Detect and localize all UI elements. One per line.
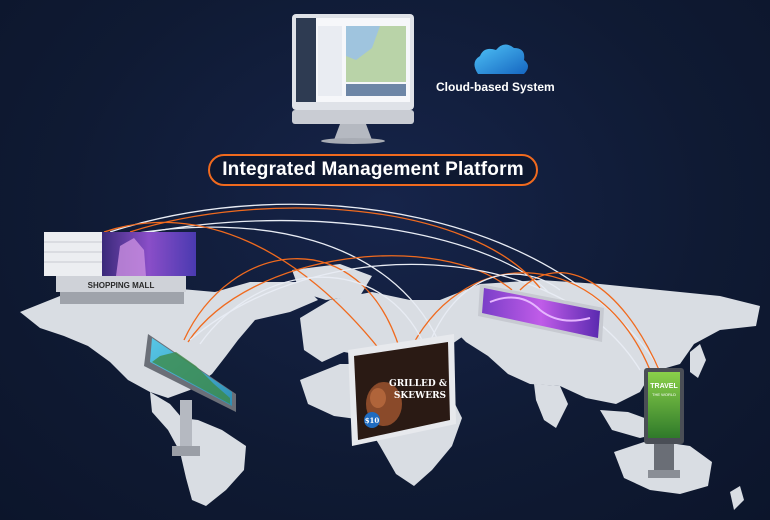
mall-building-lines (44, 241, 102, 263)
poster-title-1: GRILLED & (389, 379, 447, 389)
arc-billboard-food (183, 258, 401, 351)
billboard-foliage (152, 352, 230, 404)
poster-food-highlight (370, 388, 386, 408)
screen-map-water (346, 26, 380, 60)
continent-greenland (292, 264, 372, 300)
kiosk-foot (648, 470, 680, 478)
mall-building (44, 232, 102, 276)
arc-food-kiosk (411, 272, 651, 371)
continent-new-zealand (730, 486, 744, 510)
continent-india (534, 384, 568, 428)
mall-bottom (60, 292, 184, 304)
bar-screen-wave (489, 296, 591, 322)
continent-japan (690, 344, 706, 378)
kiosk-stand (654, 444, 674, 472)
platform-title: Integrated Management Platform (222, 159, 524, 180)
billboard-pole (180, 400, 192, 448)
kiosk-title-2: THE WORLD (652, 392, 676, 397)
cloud-label: Cloud-based System (436, 80, 555, 94)
poster-title-2: SKEWERS (394, 391, 446, 401)
kiosk-screen (648, 372, 680, 438)
screen-sidebar (296, 18, 316, 102)
arc-food-stretch (429, 273, 561, 343)
mall-base (56, 276, 186, 292)
screen-thumbs (346, 84, 406, 96)
arc-stretch-kiosk (519, 272, 661, 373)
arc-mall-kiosk (109, 203, 663, 373)
poster-price: $10 (365, 416, 380, 425)
mall-sign: SHOPPING MALL (88, 281, 155, 290)
arc-mall-food (119, 226, 439, 341)
arc-mall-food-orange (103, 221, 381, 351)
poster-price-badge (364, 412, 380, 428)
continent-north-america (20, 282, 318, 398)
monitor-stand (334, 124, 372, 140)
monitor-chin (292, 110, 414, 124)
arc-billboard-food-white (199, 276, 425, 345)
platform-title-pill: Integrated Management Platform (208, 154, 538, 186)
bar-screen (482, 288, 600, 338)
arc-mall-stretch-orange (129, 207, 541, 289)
kiosk-title-1: TRAVEL (650, 383, 678, 390)
monitor-base (321, 138, 385, 144)
arc-mall-stretch (149, 219, 549, 293)
mall-screen-figure (116, 238, 146, 276)
screen-panel (318, 26, 342, 96)
billboard-foot (172, 446, 200, 456)
